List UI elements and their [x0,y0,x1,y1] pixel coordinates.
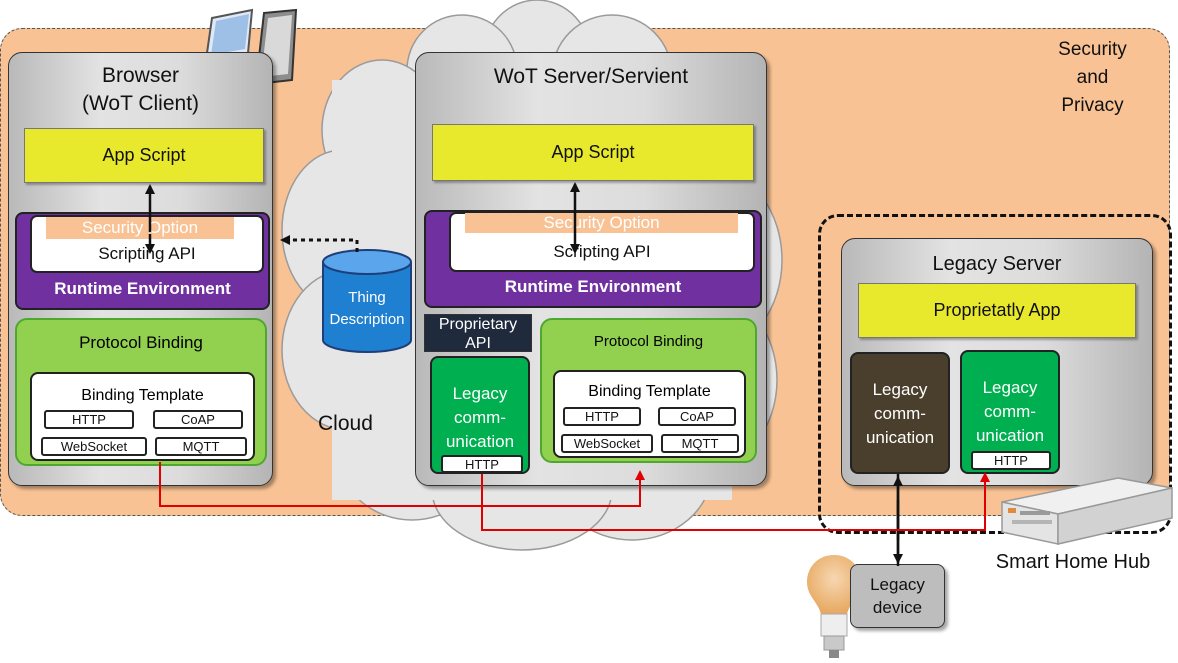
light-bulb-icon [807,555,861,658]
wot-protocol-websocket: WebSocket [561,434,653,453]
browser-title-line1: Browser [101,64,180,87]
browser-title-line2: (WoT Client) [81,92,200,115]
security-privacy-label: Security and Privacy [1040,36,1145,120]
browser-app-script-label: App Script [102,145,186,165]
browser-runtime-label: Runtime Environment [54,279,231,298]
wot-security-option-label: Security Option [543,213,660,232]
legacy-server-title: Legacy Server [932,253,1062,275]
wot-app-script: App Script [432,124,754,181]
browser-protocol-http: HTTP [44,410,134,429]
browser-protocol-coap: CoAP [153,410,243,429]
browser-security-option-label: Security Option [81,218,199,237]
legacy-proprietary-app-label: Proprietatly App [933,300,1061,320]
browser-app-script: App Script [24,128,264,183]
black-arrows [145,182,903,566]
wot-protocol-coap: CoAP [658,407,736,426]
wot-app-script-label: App Script [551,142,635,162]
thing-description-line2: Description [329,311,405,328]
wot-protocol-binding-label: Protocol Binding [593,332,704,350]
legacy-proprietary-app: Proprietatly App [858,283,1136,338]
legacy-server-communication-left: Legacy comm- unication [850,352,950,474]
thing-description-dotted-arrow [280,235,359,252]
browser-security-option: Security Option [46,217,234,239]
wot-legacy-communication: Legacy comm- unication [430,356,530,474]
browser-title: Browser (WoT Client) [8,62,273,118]
cloud-label: Cloud [318,412,373,435]
legacy-device-line2: device [872,598,923,617]
wot-protocol-mqtt: MQTT [661,434,739,453]
wot-legacy-line1: Legacy [452,384,508,403]
smart-home-hub-region [818,214,1172,534]
wot-legacy-line3: unication [445,432,515,451]
legacy-right-line2: comm- [984,402,1036,421]
and-label: and [1076,67,1109,88]
legacy-server-http: HTTP [971,451,1051,470]
wot-legacy-http: HTTP [441,455,523,473]
legacy-left-line3: unication [865,428,935,447]
security-label: Security [1058,39,1127,60]
wot-runtime-label: Runtime Environment [504,277,682,296]
legacy-right-line1: Legacy [982,378,1038,397]
wot-binding-template-label: Binding Template [588,383,711,400]
wot-server-title: WoT Server/Servient [493,65,689,88]
browser-protocol-mqtt: MQTT [155,437,247,456]
legacy-device-line1: Legacy [870,575,925,594]
privacy-label: Privacy [1061,95,1124,116]
wot-protocol-http: HTTP [563,407,641,426]
browser-binding-template-label: Binding Template [81,387,204,404]
legacy-device-box: Legacy device [850,564,945,628]
browser-protocol-websocket: WebSocket [41,437,147,456]
smart-home-hub-icon [1001,477,1173,545]
legacy-left-line1: Legacy [872,380,928,399]
thing-description-line1: Thing [348,289,386,306]
wot-legacy-line2: comm- [454,408,506,427]
thing-description-label: Thing Description [320,287,414,331]
wot-security-option: Security Option [465,213,738,233]
thing-description-database-icon [322,249,412,353]
proprietary-api-line2: API [465,335,491,352]
red-links [159,462,990,531]
proprietary-api: Proprietary API [424,314,532,352]
smart-home-hub-label: Smart Home Hub [995,551,1151,573]
legacy-right-line3: unication [975,426,1045,445]
legacy-left-line2: comm- [874,404,926,423]
browser-protocol-binding-label: Protocol Binding [79,333,203,352]
proprietary-api-line1: Proprietary [438,316,518,333]
